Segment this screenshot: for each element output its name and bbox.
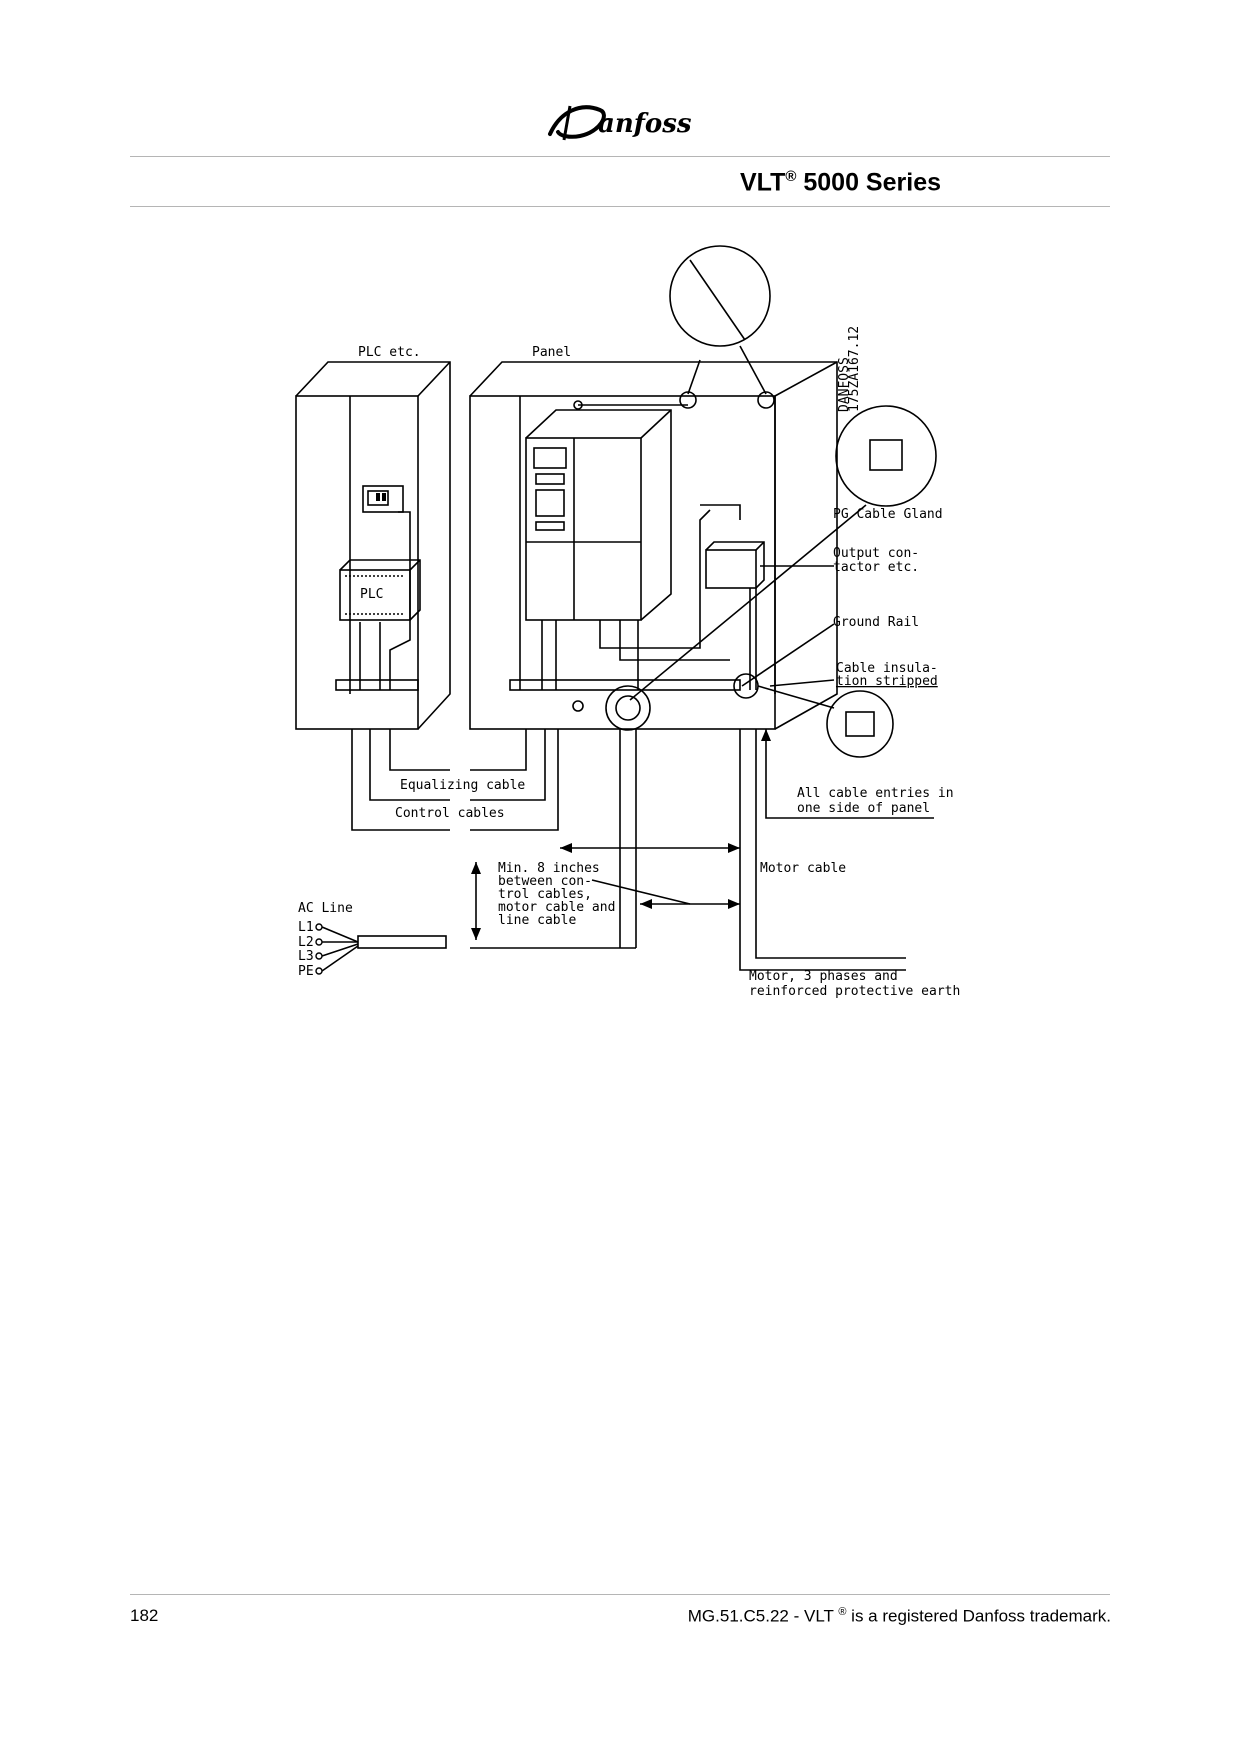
- plc-cabinet: [295, 361, 451, 730]
- l1-label: L1: [298, 920, 314, 935]
- pg-cable-gland-label: PG Cable Gland: [833, 507, 943, 522]
- plc-etc-label: PLC etc.: [358, 345, 421, 360]
- cable-insulation-label-1: Cable insula-: [836, 661, 938, 676]
- drawing-ref-2: 175ZA167.12: [847, 326, 862, 412]
- motor-label-2: reinforced protective earth: [749, 984, 960, 999]
- output-contactor: [705, 541, 765, 589]
- output-contactor-label-1: Output con-: [833, 546, 919, 561]
- header-rule-top: [130, 156, 1110, 157]
- display-unit: [362, 485, 404, 513]
- page-number: 182: [130, 1606, 159, 1625]
- ac-line-label: AC Line: [298, 901, 353, 916]
- svg-text:anfoss: anfoss: [598, 109, 692, 139]
- motor-label-1: Motor, 3 phases and: [749, 969, 898, 984]
- min-spacing-label-1: Min. 8 inches: [498, 861, 600, 876]
- all-entries-label-2: one side of panel: [797, 801, 930, 816]
- main-panel: [469, 361, 838, 730]
- footer-trademark: MG.51.C5.22 - VLT ® is a registered Danf…: [687, 1606, 1111, 1626]
- panel-label: Panel: [532, 345, 571, 360]
- page-title: VLT® 5000 Series: [739, 168, 941, 197]
- danfoss-logo: anfoss: [548, 105, 692, 141]
- min-spacing-label-5: line cable: [498, 913, 576, 928]
- insulation-detail: [826, 690, 894, 758]
- pg-gland-detail: [835, 405, 937, 507]
- min-spacing-label-4: motor cable and: [498, 900, 615, 915]
- footer-rule: [130, 1594, 1110, 1595]
- control-cables-label: Control cables: [395, 806, 505, 821]
- header-rule-bottom: [130, 206, 1110, 207]
- plc-label: PLC: [360, 587, 383, 602]
- min-spacing-label-2: between con-: [498, 874, 592, 889]
- l2-label: L2: [298, 935, 314, 950]
- vlt-drive: [525, 409, 672, 621]
- equalizing-cable-label: Equalizing cable: [400, 778, 525, 793]
- motor-cable-label: Motor cable: [760, 861, 846, 876]
- drawing-ref-1: DANFOSS: [837, 357, 852, 412]
- l3-label: L3: [298, 949, 314, 964]
- output-contactor-label-2: tactor etc.: [833, 560, 919, 575]
- pe-label: PE: [298, 964, 314, 979]
- all-entries-label-1: All cable entries in: [797, 786, 954, 801]
- min-spacing-label-3: trol cables,: [498, 887, 592, 902]
- detail-bolt-circle: [669, 245, 771, 347]
- cable-insulation-label-2: tion stripped: [836, 674, 938, 689]
- ground-rail-label: Ground Rail: [833, 615, 919, 630]
